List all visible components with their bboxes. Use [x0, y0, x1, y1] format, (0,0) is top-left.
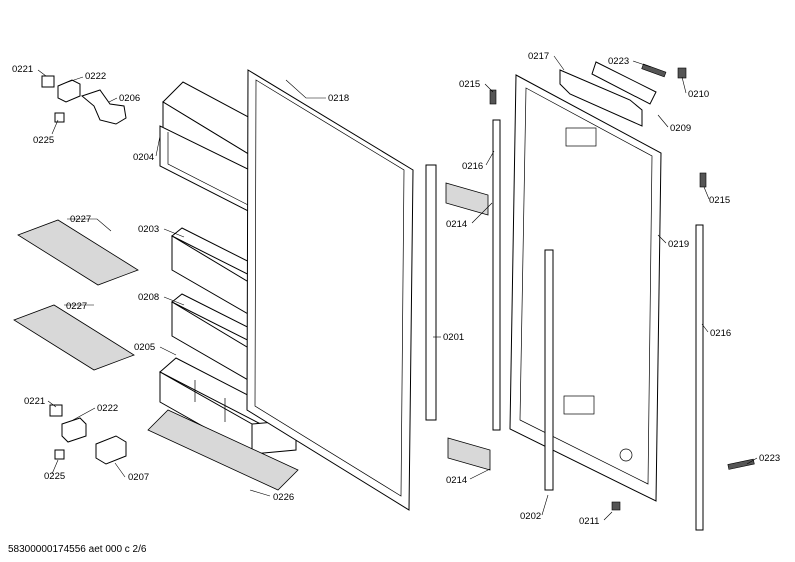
part-0211: [611, 501, 621, 511]
label-0225-bottom: 0225: [44, 471, 65, 482]
label-0221-bottom: 0221: [24, 396, 45, 407]
part-0210: [677, 67, 687, 79]
drawing-number: 58300000174556 aet 000 c 2/6: [8, 544, 147, 555]
label-0204: 0204: [133, 152, 154, 163]
label-0223-top: 0223: [608, 56, 629, 67]
label-0214-a: 0214: [446, 219, 467, 230]
hinge-assembly-bottom: [49, 404, 127, 465]
leader-lines: [37, 55, 758, 521]
label-0216-b: 0216: [710, 328, 731, 339]
hinge-assembly-top: [41, 75, 127, 125]
label-0215-b: 0215: [709, 195, 730, 206]
rail-0201: [425, 164, 437, 421]
label-0217: 0217: [528, 51, 549, 62]
glass-shelf-0227-b: [13, 304, 135, 371]
strip-0216-a: [492, 119, 501, 431]
label-0201: 0201: [443, 332, 464, 343]
label-0205: 0205: [134, 342, 155, 353]
label-0202: 0202: [520, 511, 541, 522]
part-0223-bottom: [727, 458, 755, 470]
callout-labels: 0221 0222 0206 0225 0204 0218 0227 0227 …: [12, 51, 780, 527]
part-0217: [559, 69, 643, 127]
label-0209: 0209: [670, 123, 691, 134]
vent-0214-b: [447, 437, 491, 471]
part-0223-top-b: [641, 63, 667, 78]
glass-shelf-0227-a: [17, 219, 139, 286]
part-0222-bottom: [61, 417, 87, 443]
part-0207: [95, 435, 127, 465]
label-0214-b: 0214: [446, 475, 467, 486]
label-0203: 0203: [138, 224, 159, 235]
part-0225-bottom: [54, 449, 65, 460]
clip-0215-b: [699, 172, 707, 188]
label-0226: 0226: [273, 492, 294, 503]
strip-0216-b: [695, 224, 704, 531]
door-gasket-0218: [246, 69, 414, 511]
label-0222-top: 0222: [85, 71, 106, 82]
door-panel-0219: [509, 74, 662, 502]
label-0216-a: 0216: [462, 161, 483, 172]
label-0222-bottom: 0222: [97, 403, 118, 414]
vent-0214-a: [445, 182, 489, 216]
label-0223-bottom: 0223: [759, 453, 780, 464]
label-0218: 0218: [328, 93, 349, 104]
label-0221-top: 0221: [12, 64, 33, 75]
label-0219: 0219: [668, 239, 689, 250]
part-0222-top: [57, 79, 81, 103]
label-0207: 0207: [128, 472, 149, 483]
cover-0226: [147, 409, 299, 491]
label-0210: 0210: [688, 89, 709, 100]
part-0221-bottom: [49, 404, 63, 417]
label-0211: 0211: [579, 516, 599, 527]
clip-0215-a: [489, 89, 497, 105]
label-0227-b: 0227: [66, 301, 87, 312]
part-0221-top: [41, 75, 55, 88]
label-0227-a: 0227: [70, 214, 91, 225]
part-0223-top: [591, 61, 657, 105]
label-0206: 0206: [119, 93, 140, 104]
part-0206: [80, 89, 127, 125]
label-0215-a: 0215: [459, 79, 480, 90]
label-0208: 0208: [138, 292, 159, 303]
part-0225-top: [54, 112, 65, 123]
strip-0202: [544, 249, 554, 491]
label-0225-top: 0225: [33, 135, 54, 146]
